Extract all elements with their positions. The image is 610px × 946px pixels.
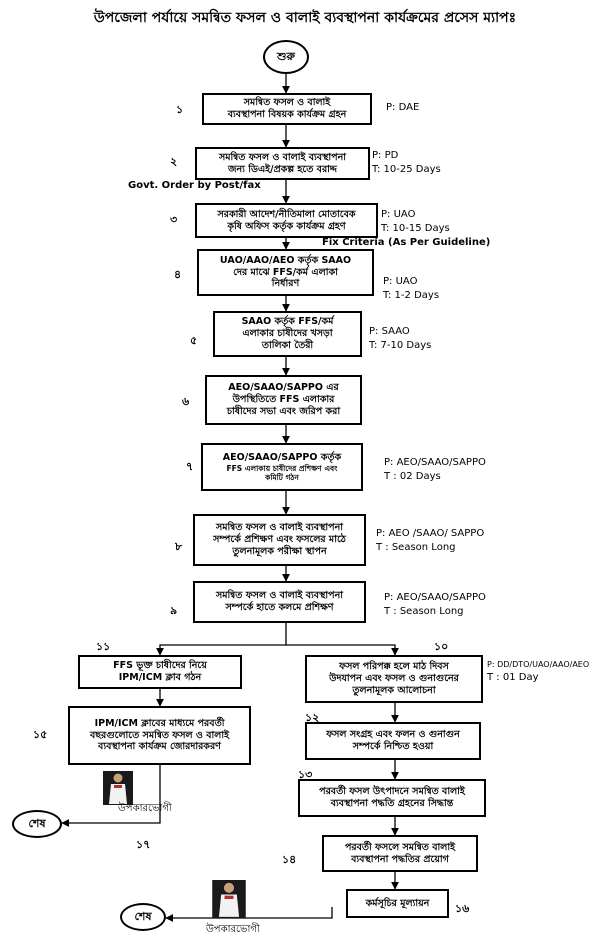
end-terminal-bottom: শেষ: [120, 903, 166, 931]
arrow-15-end: [61, 765, 161, 827]
step-num-12: ১২: [305, 711, 320, 724]
step-num-16: ১৬: [455, 902, 470, 915]
step-num-3: ৩: [170, 213, 178, 226]
step-box-8: সমন্বিত ফসল ও বালাই ব্যবস্থাপনাসম্পর্কে …: [193, 514, 366, 566]
arrow-16-end: [165, 907, 333, 922]
beneficiary-person-icon-bottom: [212, 880, 246, 918]
step-num-1: ১: [176, 103, 184, 116]
step-num-7: ৭: [186, 460, 194, 473]
step-num-11: ১১: [96, 640, 111, 653]
note-step-1: P: DAE: [386, 102, 420, 113]
step-box-16: কর্মসূচির মূল্যায়ন: [346, 889, 449, 918]
step-num-2: ২: [170, 155, 178, 168]
step-num-17: ১৭: [136, 838, 151, 851]
end-terminal-left: শেষ: [12, 810, 62, 838]
arrow-9-10: [286, 644, 399, 656]
step-box-11: FFS ভূক্ত চাষীদের নিয়েIPM/ICM ক্লাব গঠন: [78, 655, 242, 689]
label-fix-criteria: Fix Criteria (As Per Guideline): [322, 237, 491, 248]
beneficiary-caption-left: উপকারভোগী: [118, 803, 172, 814]
step-num-4: ৪: [174, 268, 182, 281]
beneficiary-person-icon-left: [103, 771, 133, 805]
step-num-9: ৯: [170, 604, 178, 617]
start-terminal: শুরু: [263, 40, 309, 74]
step-num-8: ৮: [175, 540, 183, 553]
arrow-9-split: [156, 623, 287, 656]
step-num-6: ৬: [182, 395, 190, 408]
step-num-13: ১৩: [298, 768, 313, 781]
page-title: উপজেলা পর্যায়ে সমন্বিত ফসল ও বালাই ব্যব…: [93, 10, 517, 26]
step-box-2: সমন্বিত ফসল ও বালাই ব্যবস্থাপনাজন্য ডিএই…: [195, 147, 370, 180]
label-govt-order: Govt. Order by Post/fax: [128, 180, 261, 191]
step-num-5: ৫: [190, 334, 198, 347]
step-num-10: ১০: [434, 640, 449, 653]
step-box-15: IPM/ICM ক্লাবের মাধ্যমে পরবর্তীবছরগুলোতে…: [68, 706, 251, 765]
step-box-9: সমন্বিত ফসল ও বালাই ব্যবস্থাপনাসম্পর্কে …: [193, 581, 366, 623]
step-num-15: ১৫: [33, 728, 48, 741]
beneficiary-caption-bottom: উপকারভোগী: [206, 924, 260, 935]
step-num-14: ১৪: [282, 853, 297, 866]
